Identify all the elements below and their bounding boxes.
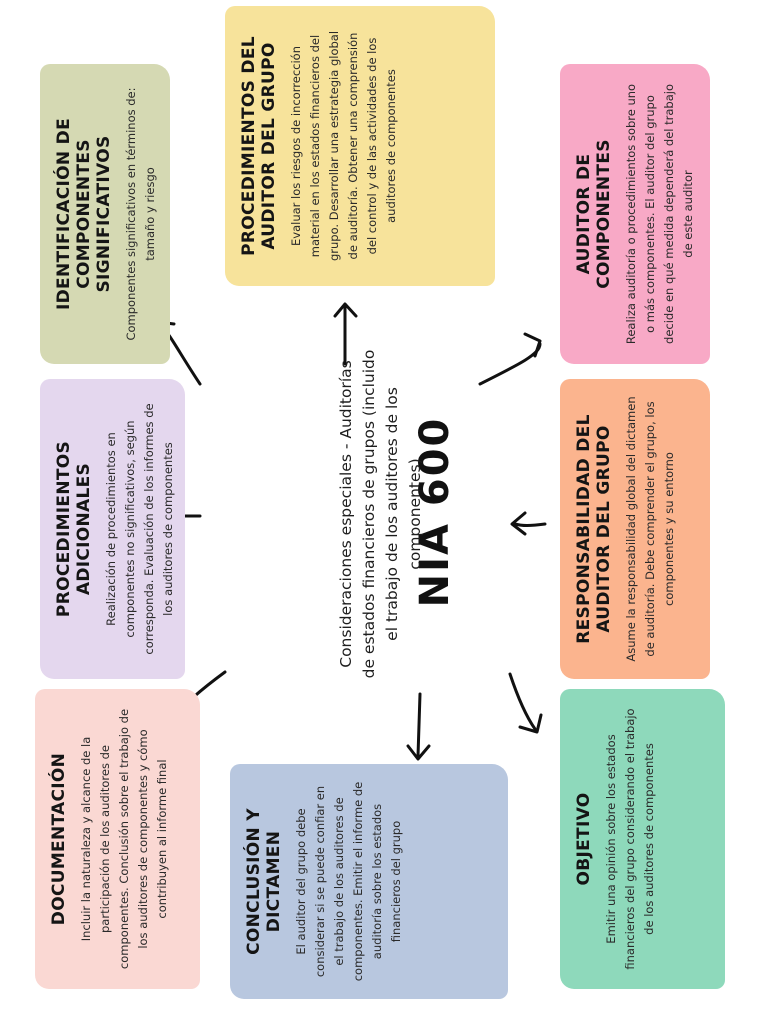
arrow-to-auditor-componentes [478,342,542,386]
center-subtitle: Consideraciones especiales - Auditorías … [337,349,424,679]
card-identificacion-componentes: IDENTIFICACIÓN DE COMPONENTES SIGNIFICAT… [40,64,170,364]
card-body: Asume la responsabilidad global del dict… [624,396,676,662]
arrow-to-conclusion [416,692,422,758]
card-responsabilidad-auditor-grupo: RESPONSABILIDAD DEL AUDITOR DEL GRUPO As… [560,379,710,679]
card-title: OBJETIVO [574,792,594,886]
card-title: RESPONSABILIDAD DEL AUDITOR DEL GRUPO [574,414,614,644]
arrowhead-objetivo [518,713,543,734]
card-body: El auditor del grupo debe considerar si … [294,781,403,982]
arrowhead-auditor-componentes [523,332,542,358]
card-title: IDENTIFICACIÓN DE COMPONENTES SIGNIFICAT… [54,118,114,310]
card-title: AUDITOR DE COMPONENTES [574,139,614,289]
card-body: Realización de procedimientos en compone… [104,403,175,655]
card-body: Evaluar los riesgos de incorrección mate… [289,30,398,262]
card-conclusion-dictamen: CONCLUSIÓN Y DICTAMEN El auditor del gru… [230,764,508,999]
arrow-to-responsabilidad [513,522,547,527]
card-title: PROCEDIMIENTOS DEL AUDITOR DEL GRUPO [239,36,279,256]
card-body: Emitir una opinión sobre los estados fin… [604,708,656,970]
card-procedimientos-adicionales: PROCEDIMIENTOS ADICIONALES Realización d… [40,379,185,679]
card-procedimientos-auditor-grupo: PROCEDIMIENTOS DEL AUDITOR DEL GRUPO Eva… [225,6,495,286]
arrowhead-conclusion [406,744,431,761]
arrow-to-objetivo [508,672,537,731]
card-title: DOCUMENTACIÓN [49,752,69,926]
card-body: Realiza auditoría o procedimientos sobre… [624,83,695,345]
card-body: Componentes significativos en términos d… [124,87,157,341]
card-documentacion: DOCUMENTACIÓN Incluir la naturaleza y al… [35,689,200,989]
card-title: PROCEDIMIENTOS ADICIONALES [54,440,94,618]
card-objetivo: OBJETIVO Emitir una opinión sobre los es… [560,689,725,989]
card-auditor-componentes: AUDITOR DE COMPONENTES Realiza auditoría… [560,64,710,364]
arrowhead-responsabilidad [510,511,527,536]
arrowhead-procedimientos-grupo [333,302,358,318]
card-body: Incluir la naturaleza y alcance de la pa… [79,708,169,970]
card-title: CONCLUSIÓN Y DICTAMEN [244,808,284,955]
